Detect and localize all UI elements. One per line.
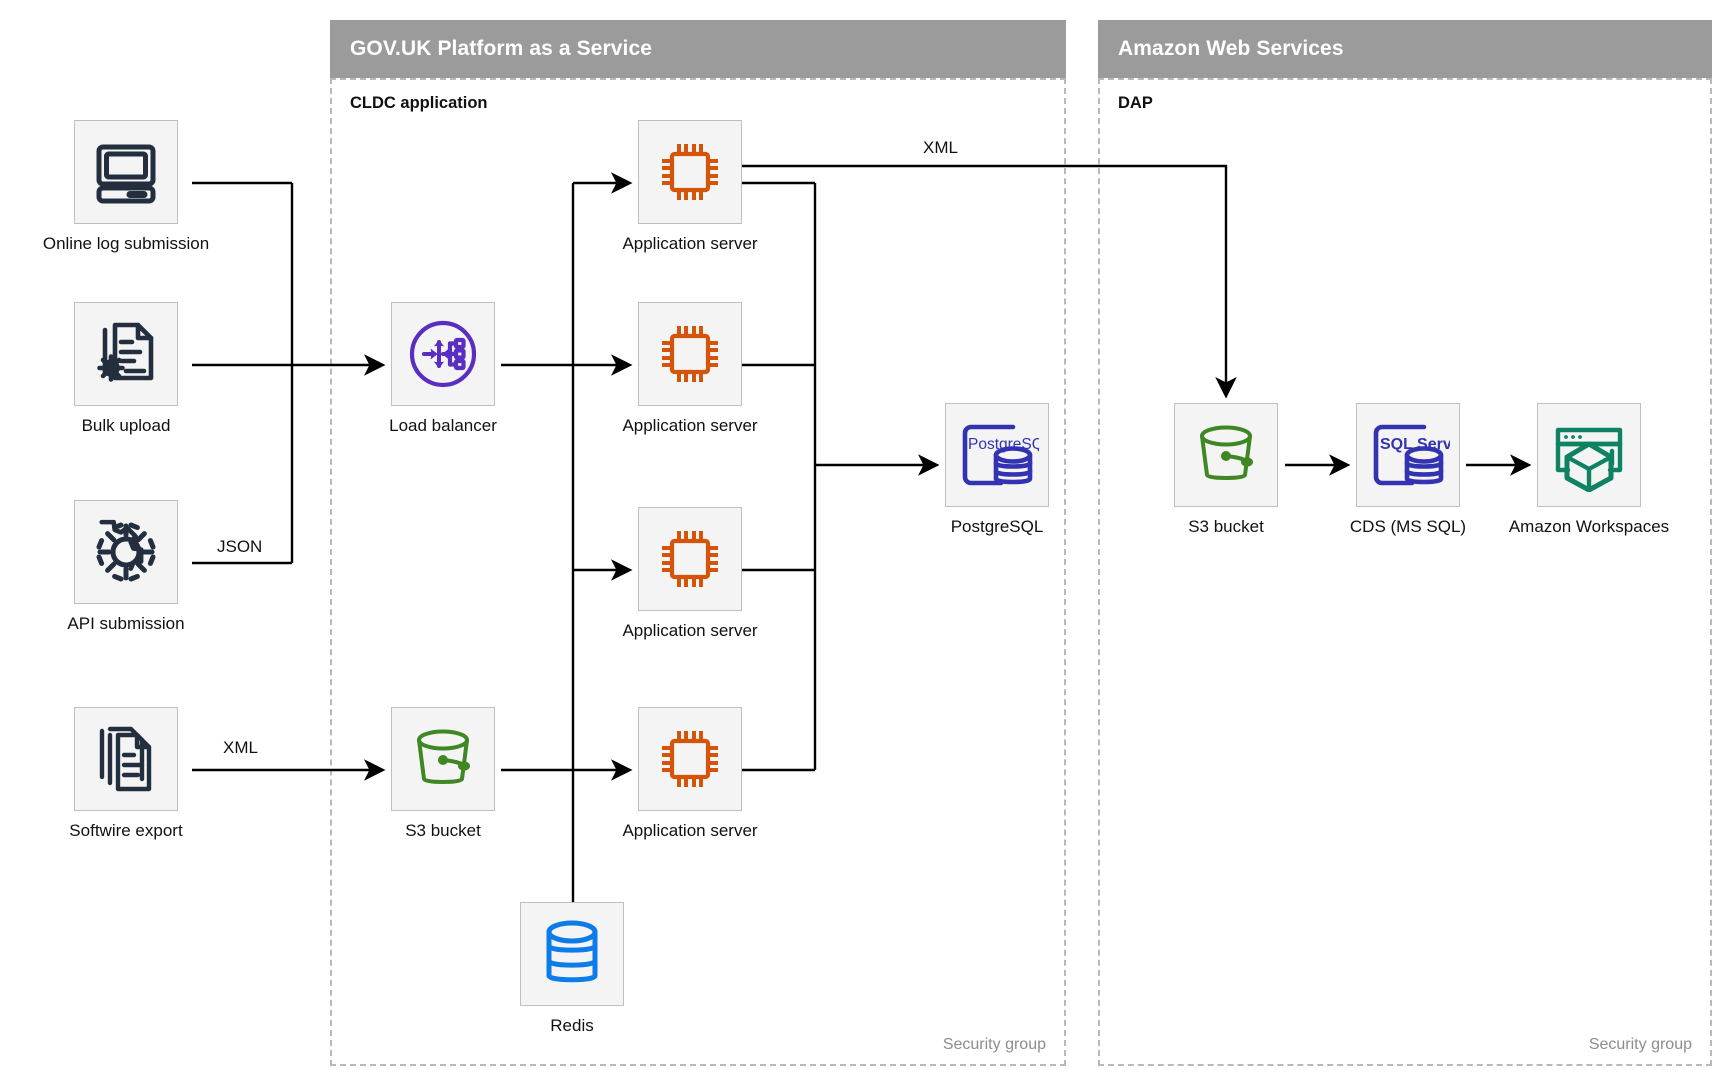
node-s3-bucket-paas[interactable]: S3 bucket	[391, 707, 495, 840]
app-server-2-label: Application server	[622, 416, 758, 435]
api-submission-tile	[74, 500, 178, 604]
zone-paas-boundary	[330, 78, 1066, 1066]
cpu-chip-icon	[652, 521, 728, 597]
edge-label-json: JSON	[212, 537, 268, 557]
amazon-workspaces-label: Amazon Workspaces	[1508, 517, 1670, 536]
zone-aws-title: Amazon Web Services	[1118, 37, 1344, 60]
desktop-computer-icon	[88, 134, 164, 210]
node-app-server-3[interactable]: Application server	[622, 507, 758, 640]
documents-stack-icon	[88, 721, 164, 797]
app-server-1-tile	[638, 120, 742, 224]
load-balancer-label: Load balancer	[389, 416, 497, 435]
zone-paas-security-group: Security group	[942, 1036, 1046, 1053]
s3-bucket-aws-label: S3 bucket	[1188, 517, 1264, 536]
node-softwire-export[interactable]: Softwire export	[69, 707, 183, 840]
sql-server-icon: SQL Server	[1366, 415, 1450, 495]
cds-ms-sql-tile: SQL Server	[1356, 403, 1460, 507]
node-api-submission[interactable]: API submission	[67, 500, 185, 633]
softwire-export-tile	[74, 707, 178, 811]
api-submission-label: API submission	[67, 614, 185, 633]
load-balancer-tile	[391, 302, 495, 406]
node-s3-bucket-aws[interactable]: S3 bucket	[1174, 403, 1278, 536]
app-server-2-tile	[638, 302, 742, 406]
bucket-icon	[1188, 417, 1264, 493]
edge-label-xml-softwire: XML	[218, 738, 263, 758]
cds-ms-sql-label: CDS (MS SQL)	[1349, 517, 1467, 536]
s3-bucket-paas-tile	[391, 707, 495, 811]
redis-tile	[520, 902, 624, 1006]
s3-bucket-paas-label: S3 bucket	[405, 821, 481, 840]
load-balancer-icon	[404, 315, 482, 393]
zone-paas-title: GOV.UK Platform as a Service	[350, 37, 652, 60]
zone-aws-security-group: Security group	[1588, 1036, 1692, 1053]
bucket-icon	[405, 721, 481, 797]
zone-paas-header: GOV.UK Platform as a Service	[330, 20, 1066, 78]
node-online-log-submission[interactable]: Online log submission	[43, 120, 209, 253]
softwire-export-label: Softwire export	[69, 821, 183, 840]
zone-aws-header: Amazon Web Services	[1098, 20, 1712, 78]
postgresql-icon: PostgreSQL	[955, 415, 1039, 495]
cpu-chip-icon	[652, 134, 728, 210]
cpu-chip-icon	[652, 316, 728, 392]
node-redis[interactable]: Redis	[520, 902, 624, 1035]
postgresql-tile: PostgreSQL	[945, 403, 1049, 507]
app-server-3-label: Application server	[622, 621, 758, 640]
node-app-server-1[interactable]: Application server	[622, 120, 758, 253]
node-load-balancer[interactable]: Load balancer	[389, 302, 497, 435]
s3-bucket-aws-tile	[1174, 403, 1278, 507]
node-amazon-workspaces[interactable]: Amazon Workspaces	[1509, 403, 1669, 536]
zone-aws-boundary	[1098, 78, 1712, 1066]
bulk-upload-label: Bulk upload	[81, 416, 171, 435]
node-app-server-4[interactable]: Application server	[622, 707, 758, 840]
amazon-workspaces-tile	[1537, 403, 1641, 507]
node-postgresql[interactable]: PostgreSQL PostgreSQL	[945, 403, 1049, 536]
app-server-1-label: Application server	[622, 234, 758, 253]
app-server-4-tile	[638, 707, 742, 811]
node-app-server-2[interactable]: Application server	[622, 302, 758, 435]
postgresql-label: PostgreSQL	[950, 517, 1044, 536]
node-cds-ms-sql[interactable]: SQL Server CDS (MS SQL)	[1350, 403, 1466, 536]
cpu-chip-icon	[652, 721, 728, 797]
app-server-4-label: Application server	[622, 821, 758, 840]
bulk-upload-tile	[74, 302, 178, 406]
app-server-3-tile	[638, 507, 742, 611]
workspaces-cube-icon	[1550, 418, 1628, 492]
edge-label-xml-appserver: XML	[918, 138, 963, 158]
redis-label: Redis	[550, 1016, 594, 1035]
online-log-submission-tile	[74, 120, 178, 224]
zone-paas-sublabel: CLDC application	[350, 94, 488, 112]
node-bulk-upload[interactable]: Bulk upload	[74, 302, 178, 435]
zone-aws-sublabel: DAP	[1118, 94, 1153, 112]
online-log-submission-label: Online log submission	[42, 234, 210, 253]
document-gear-icon	[88, 316, 164, 392]
redis-database-icon	[537, 916, 607, 992]
gear-icon	[88, 514, 164, 590]
